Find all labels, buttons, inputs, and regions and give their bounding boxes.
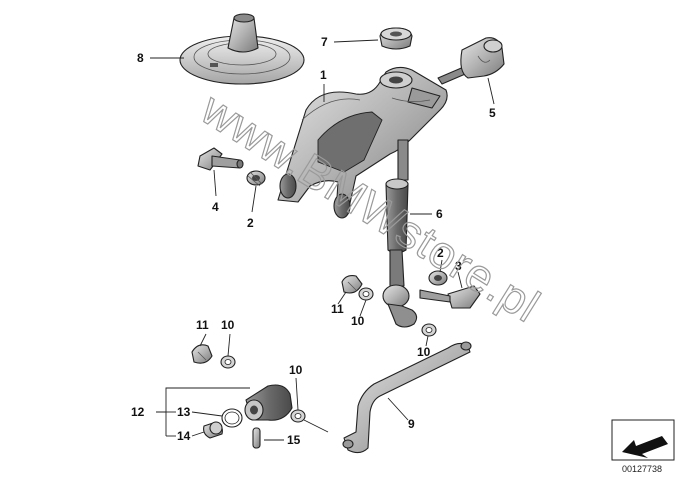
callout-10-a: 10	[221, 318, 235, 332]
callout-9: 9	[408, 417, 415, 431]
callout-6: 6	[436, 207, 443, 221]
direction-arrow-icon	[622, 436, 668, 458]
shift-rod-tube	[382, 139, 418, 328]
diagram-code: 00127738	[622, 464, 662, 474]
callout-10-c: 10	[417, 345, 431, 359]
callout-12: 12	[131, 405, 145, 419]
selector-lever-carrier	[277, 66, 448, 219]
joint-housing	[244, 384, 293, 421]
washer-left-lower	[290, 409, 306, 423]
callout-2-upper: 2	[247, 216, 254, 230]
callout-10-b: 10	[351, 314, 365, 328]
bracket-pin	[197, 147, 244, 171]
callout-14: 14	[177, 429, 191, 443]
orientation-box	[611, 419, 675, 461]
pin	[252, 427, 261, 449]
washer-right	[358, 287, 374, 301]
clip-left	[191, 344, 213, 364]
cylinder-bushing	[437, 37, 505, 85]
washer-rod	[421, 323, 437, 337]
callout-11-a: 11	[196, 318, 209, 332]
callout-5: 5	[489, 106, 496, 120]
bracket-pin-right	[419, 285, 481, 309]
callout-10-d: 10	[289, 363, 303, 377]
callout-7: 7	[321, 35, 328, 49]
sleeve	[203, 421, 223, 439]
bushing	[379, 27, 413, 50]
washer-left-upper	[220, 355, 236, 369]
leader-lines	[150, 39, 495, 441]
threaded-bushing-upper	[246, 170, 266, 187]
clip-right	[341, 275, 363, 294]
threaded-bushing-lower	[428, 270, 448, 286]
callout-2-lower: 2	[437, 246, 444, 260]
callout-1: 1	[320, 68, 327, 82]
callout-4: 4	[212, 200, 219, 214]
callout-15: 15	[287, 433, 301, 447]
callout-3: 3	[455, 259, 462, 273]
callout-11-b: 11	[331, 302, 344, 316]
o-ring	[221, 408, 243, 428]
selector-rod	[342, 341, 472, 454]
gear-lever-boot	[179, 13, 305, 85]
callout-8: 8	[137, 51, 144, 65]
callout-13: 13	[177, 405, 191, 419]
